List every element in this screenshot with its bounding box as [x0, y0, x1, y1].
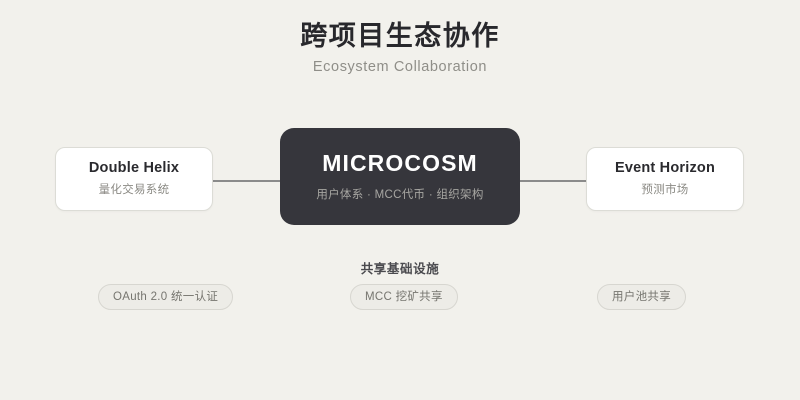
page-title: 跨项目生态协作 [300, 21, 500, 51]
page-header: 跨项目生态协作 Ecosystem Collaboration [0, 20, 800, 77]
shared-infrastructure-pill-row: OAuth 2.0 统一认证 MCC 挖矿共享 用户池共享 [0, 284, 800, 320]
node-card-title: Event Horizon [614, 159, 716, 176]
central-hub-microcosm[interactable]: MICROCOSM 用户体系 · MCC代币 · 组织架构 [280, 128, 520, 225]
connector-line-right [519, 180, 589, 182]
ecosystem-diagram: Double Helix 量化交易系统 MICROCOSM 用户体系 · MCC… [0, 128, 800, 228]
shared-infrastructure-heading: 共享基础设施 [360, 262, 440, 276]
node-card-title: Double Helix [88, 159, 180, 176]
node-card-subtitle: 预测市场 [641, 184, 689, 197]
hub-title: MICROCOSM [322, 150, 478, 177]
shared-infrastructure-section: 共享基础设施 OAuth 2.0 统一认证 MCC 挖矿共享 用户池共享 [0, 262, 800, 320]
page-subtitle: Ecosystem Collaboration [312, 59, 488, 76]
node-card-subtitle: 量化交易系统 [98, 184, 170, 197]
node-card-double-helix[interactable]: Double Helix 量化交易系统 [55, 147, 213, 211]
shared-pill-oauth[interactable]: OAuth 2.0 统一认证 [98, 284, 234, 310]
hub-subtitle: 用户体系 · MCC代币 · 组织架构 [316, 188, 484, 201]
node-card-event-horizon[interactable]: Event Horizon 预测市场 [586, 147, 744, 211]
shared-pill-user-pool[interactable]: 用户池共享 [597, 284, 686, 310]
connector-line-left [211, 180, 281, 182]
shared-pill-mcc-mining[interactable]: MCC 挖矿共享 [350, 284, 458, 310]
